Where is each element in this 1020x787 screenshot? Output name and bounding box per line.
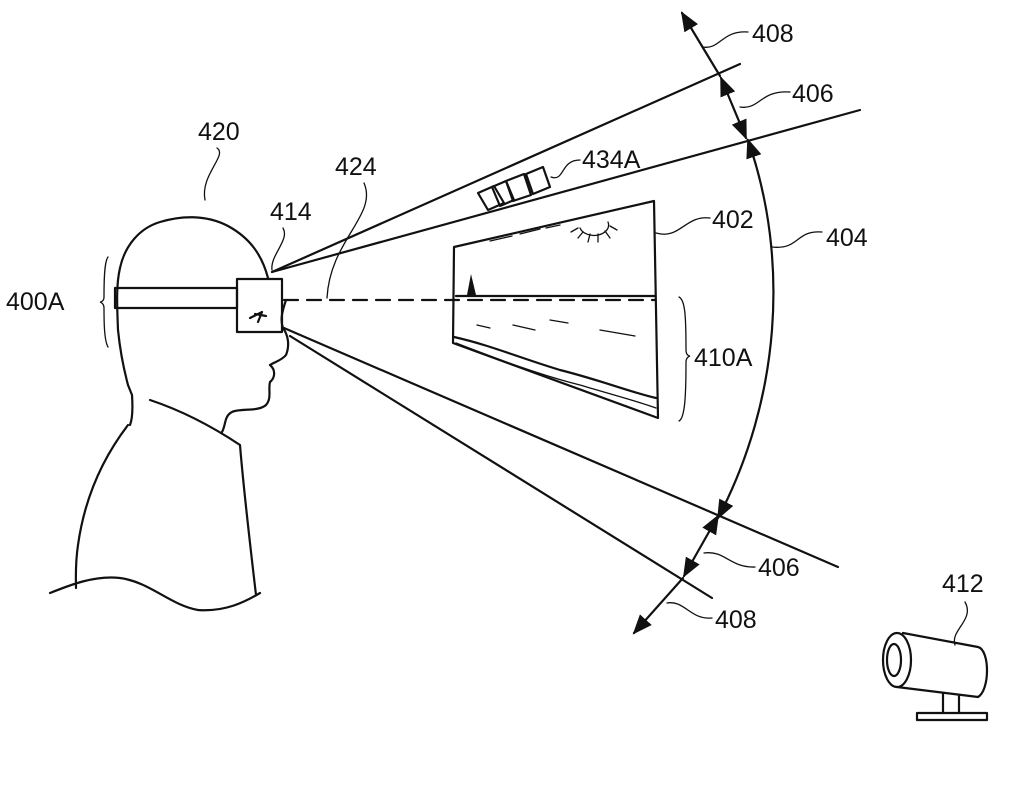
leader-404	[771, 231, 823, 248]
ray-inner-top	[270, 108, 862, 274]
leader-412	[953, 601, 968, 646]
leader-408-bottom	[666, 602, 713, 619]
peripheral-arc-bottom	[682, 514, 720, 578]
camera-lens	[885, 642, 903, 678]
icon-tile-1	[476, 184, 506, 212]
outer-arc-bottom	[632, 576, 685, 635]
bracket-400a	[99, 256, 109, 348]
beach	[455, 342, 657, 409]
sailboat-icon	[467, 274, 476, 295]
fov-arc	[716, 138, 775, 520]
ray-outer-bottom	[288, 334, 714, 600]
leader-414	[271, 227, 286, 271]
leader-434a	[550, 159, 581, 179]
label-camera: 412	[942, 570, 984, 598]
leader-424	[326, 182, 368, 299]
torso-outline	[48, 398, 262, 612]
label-user: 420	[198, 118, 240, 146]
ui-icons	[476, 165, 552, 212]
hmd-device	[113, 277, 284, 334]
camera-base	[915, 711, 989, 722]
eye-icon	[248, 310, 268, 324]
leader-408-top	[702, 31, 749, 48]
label-peripheral-top: 406	[792, 80, 834, 108]
waves	[476, 319, 636, 337]
screen-frame	[451, 199, 660, 420]
label-outer-top: 408	[752, 20, 794, 48]
label-hmd: 400A	[6, 288, 65, 316]
ray-outer-top	[270, 62, 742, 274]
leader-402	[655, 217, 711, 235]
label-fov: 404	[826, 224, 868, 252]
sun-rays	[570, 225, 618, 243]
sun-icon	[579, 221, 610, 237]
headband	[113, 286, 239, 310]
label-sensor: 414	[270, 198, 312, 226]
label-outer-bottom: 408	[715, 606, 757, 634]
clouds	[489, 224, 561, 242]
label-icons: 434A	[582, 146, 641, 174]
icon-tile-3	[504, 172, 533, 203]
icon-tile-4	[524, 165, 552, 196]
ray-inner-bottom	[282, 326, 840, 569]
camera-body	[895, 631, 988, 699]
label-peripheral-bottom: 406	[758, 554, 800, 582]
user-figure	[48, 216, 290, 612]
leader-406-top	[739, 91, 791, 108]
field-of-view-rays	[270, 62, 862, 600]
display-unit	[235, 277, 284, 334]
label-screen: 402	[712, 206, 754, 234]
head-outline	[116, 216, 290, 434]
camera-icon	[881, 631, 989, 722]
leader-420	[203, 147, 220, 201]
leader-406-bottom	[703, 552, 756, 568]
virtual-screen	[451, 199, 660, 420]
outer-arc-top	[680, 11, 722, 78]
label-gaze: 424	[335, 153, 377, 181]
shoreline	[452, 335, 658, 400]
peripheral-arc-top	[719, 76, 748, 140]
bracket-410a	[678, 296, 691, 422]
camera-stand	[941, 691, 961, 715]
label-content: 410A	[694, 344, 753, 372]
